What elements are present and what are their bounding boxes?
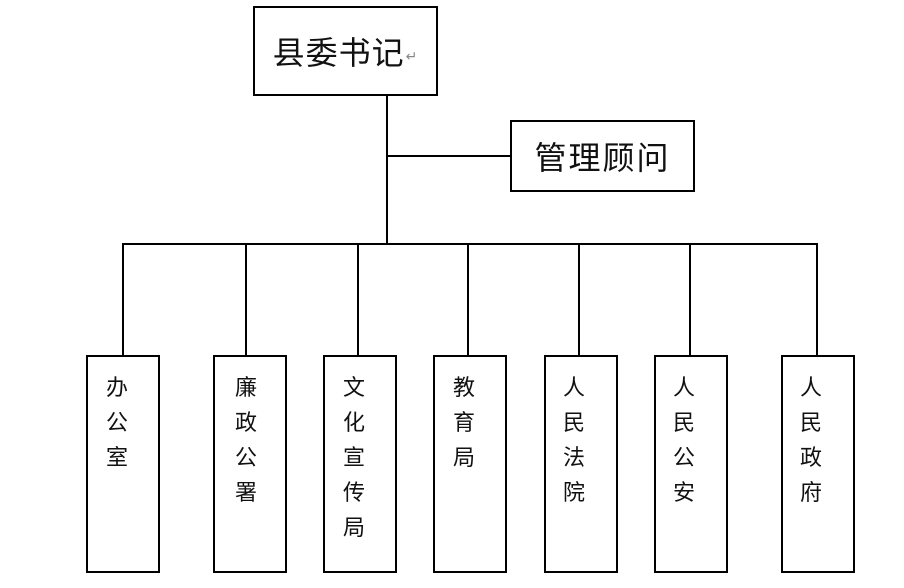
department-node: 廉政公署 xyxy=(213,355,287,573)
department-label: 廉政公署 xyxy=(235,376,258,506)
paragraph-mark-icon: ↵ xyxy=(405,49,419,65)
department-label: 办公室 xyxy=(106,376,129,471)
department-node: 办公室 xyxy=(86,355,160,573)
department-label: 教育局 xyxy=(453,376,476,471)
root-node: 县委书记↵ xyxy=(253,6,438,96)
advisor-node-label: 管理顾问 xyxy=(534,139,671,177)
department-label: 人民法院 xyxy=(563,376,586,506)
department-node: 人民政府 xyxy=(781,355,855,573)
department-node: 人民法院 xyxy=(544,355,618,573)
advisor-node: 管理顾问 xyxy=(510,120,695,192)
department-node: 教育局 xyxy=(433,355,507,573)
root-node-label: 县委书记 xyxy=(272,34,405,72)
department-label: 人民政府 xyxy=(800,376,823,506)
department-label: 人民公安 xyxy=(673,376,696,506)
department-node: 人民公安 xyxy=(654,355,728,573)
department-node: 文化宣传局 xyxy=(323,355,397,573)
department-label: 文化宣传局 xyxy=(343,376,366,541)
